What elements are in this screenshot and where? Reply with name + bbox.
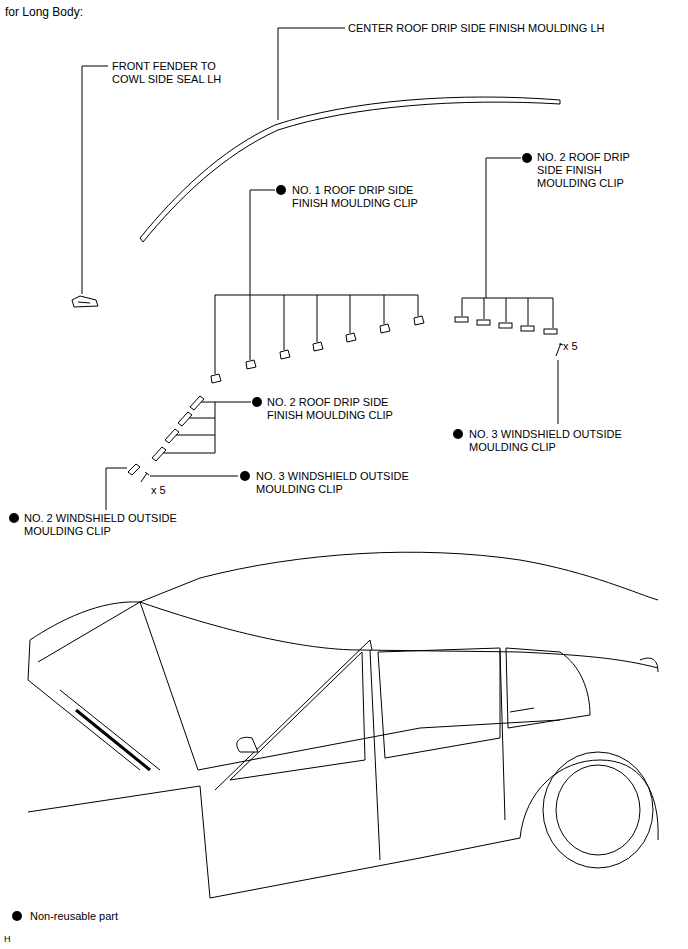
legend-text: Non-reusable part [30, 910, 118, 923]
diagram-title: for Long Body: [5, 5, 83, 19]
part-name: NO. 2 ROOF DRIP SIDE FINISH MOULDING CLI… [537, 151, 645, 190]
quantity: x 5 [563, 340, 578, 353]
part-name: NO. 1 ROOF DRIP SIDE FINISH MOULDING CLI… [292, 184, 442, 210]
part-name: NO. 3 WINDSHIELD OUTSIDE MOULDING CLIP [256, 470, 434, 496]
quantity: x 5 [151, 484, 166, 497]
part-name: CENTER ROOF DRIP SIDE FINISH MOULDING LH [348, 22, 605, 35]
part-name: FRONT FENDER TO COWL SIDE SEAL LH [112, 60, 230, 86]
part-name: NO. 3 WINDSHIELD OUTSIDE MOULDING CLIP [469, 428, 647, 454]
figure-code: H [4, 934, 11, 945]
part-name: NO. 2 ROOF DRIP SIDE FINISH MOULDING CLI… [267, 396, 417, 422]
part-name: NO. 2 WINDSHIELD OUTSIDE MOULDING CLIP [24, 512, 202, 538]
